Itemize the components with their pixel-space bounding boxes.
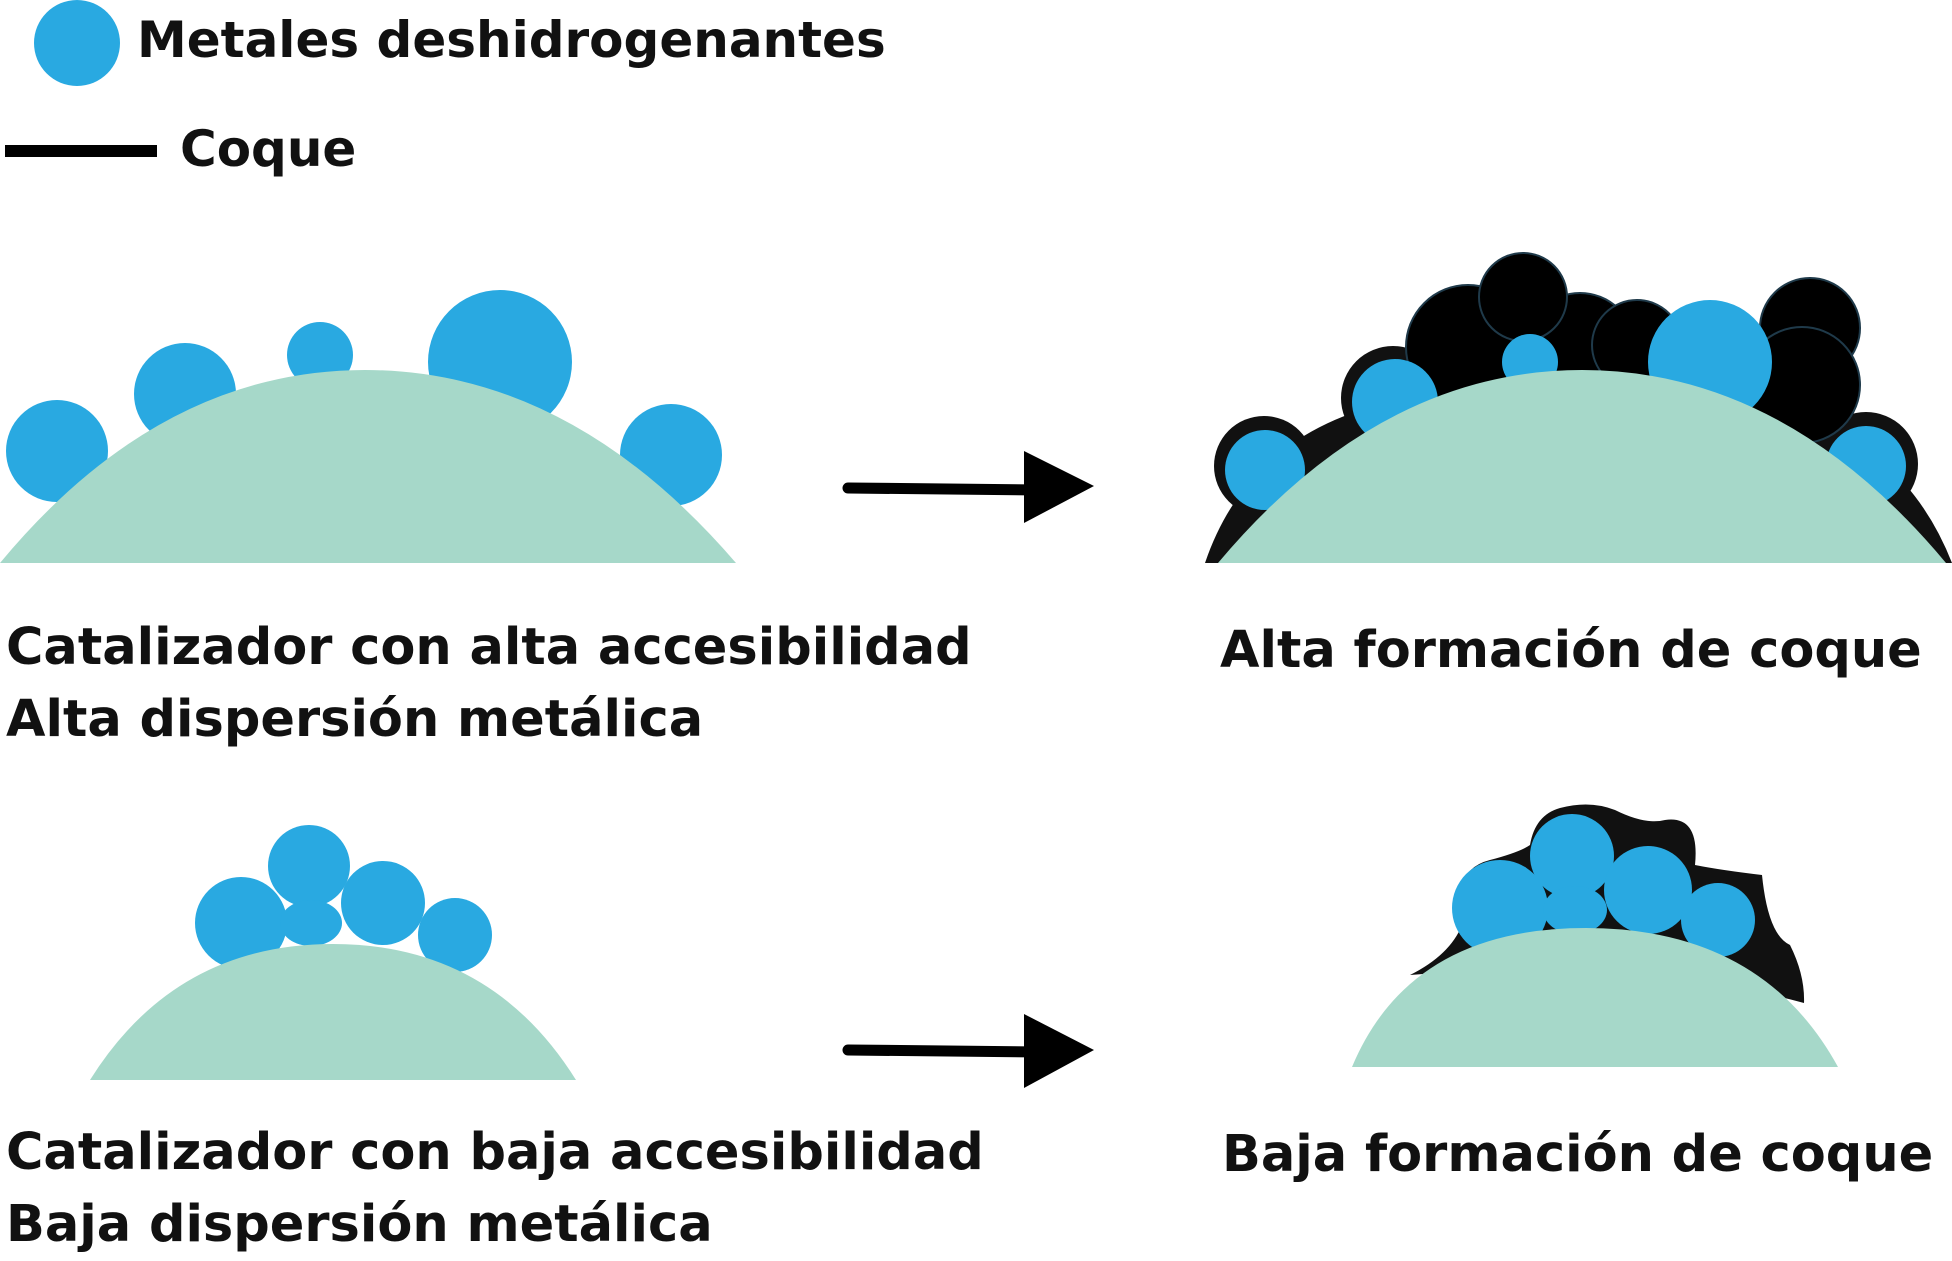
metal-particle	[1452, 860, 1548, 956]
metal-particle	[1543, 886, 1607, 934]
metal-particle	[268, 825, 350, 907]
coke-agglomerate	[1478, 252, 1568, 342]
metal-particle	[280, 900, 342, 946]
metal-particle	[418, 898, 492, 972]
process-arrow-bottom	[842, 1014, 1094, 1088]
high-coke-result-label: Alta formación de coque	[1220, 621, 1922, 680]
caption-line: Catalizador con baja accesibilidad	[6, 1123, 984, 1182]
process-arrow-top	[842, 451, 1094, 523]
low-accessibility-caption: Catalizador con baja accesibilidad Baja …	[6, 1117, 984, 1261]
high-accessibility-caption: Catalizador con alta accesibilidad Alta …	[6, 612, 972, 756]
catalyst-support	[1352, 928, 1838, 1067]
metal-particle	[195, 877, 287, 969]
legend-coke-marker	[5, 145, 157, 157]
caption-line: Alta dispersión metálica	[6, 690, 704, 749]
low-coke-result-label: Baja formación de coque	[1222, 1125, 1934, 1184]
metal-particle	[1530, 814, 1614, 898]
metal-particle	[6, 400, 108, 502]
low-coke-catalyst	[1352, 804, 1838, 1067]
metal-particle	[341, 861, 425, 945]
catalyst-support	[0, 370, 736, 563]
legend-coke-label: Coque	[180, 120, 357, 178]
high-coke-catalyst	[1205, 252, 1952, 563]
caption-line: Catalizador con alta accesibilidad	[6, 618, 972, 677]
metal-particle	[1604, 846, 1692, 934]
legend-metals-label: Metales deshidrogenantes	[137, 11, 886, 69]
catalyst-support	[90, 944, 576, 1080]
legend-metal-marker	[34, 0, 120, 86]
high-accessibility-catalyst	[0, 290, 736, 563]
metal-particle	[1225, 430, 1305, 510]
low-accessibility-catalyst	[90, 825, 576, 1080]
catalyst-support	[1218, 370, 1946, 563]
caption-line: Baja dispersión metálica	[6, 1195, 713, 1254]
metal-particle	[1681, 883, 1755, 957]
